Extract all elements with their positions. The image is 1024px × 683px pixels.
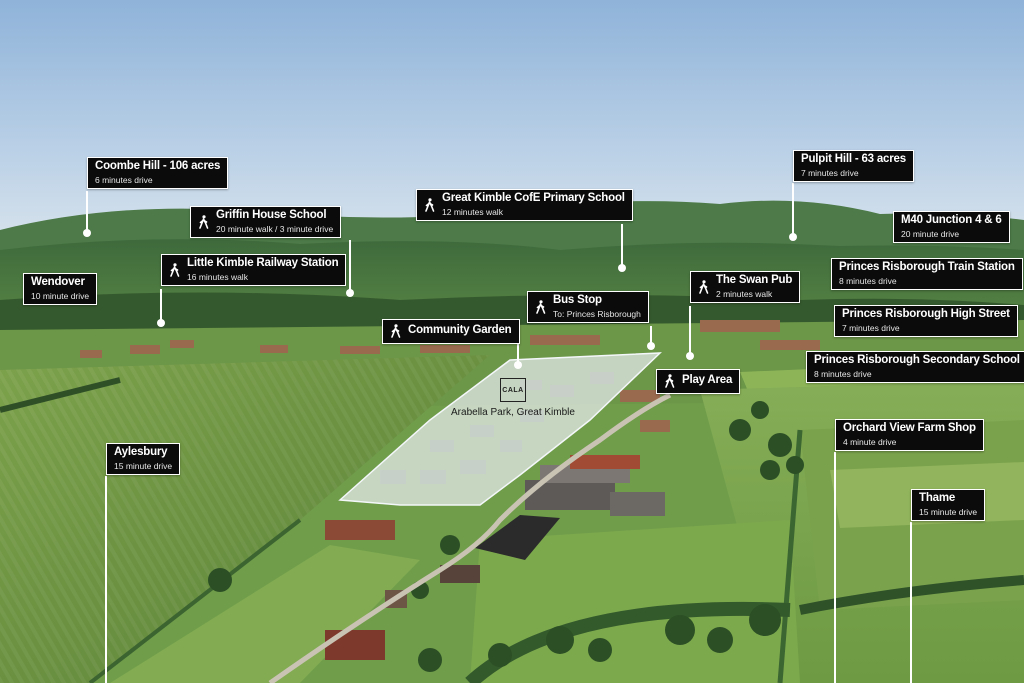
leader-line <box>910 522 912 683</box>
location-dot <box>617 264 626 272</box>
leader-line <box>834 452 836 683</box>
leader-line <box>105 476 107 683</box>
leader-line <box>517 343 519 365</box>
leader-line <box>621 224 623 268</box>
leader-line <box>160 289 162 323</box>
leader-line <box>792 183 794 237</box>
walking-person-icon <box>536 299 546 314</box>
walking-person-icon <box>170 262 180 277</box>
walking-person-icon <box>665 374 675 388</box>
walking-person-icon <box>199 214 209 229</box>
walking-person-icon <box>391 324 401 338</box>
location-dot <box>82 229 91 237</box>
location-dot <box>685 352 694 360</box>
walking-person-icon <box>699 279 709 294</box>
leader-line <box>689 306 691 356</box>
leader-line <box>349 240 351 293</box>
poi-label-community-garden[interactable]: Community Garden <box>382 319 520 344</box>
developer-logo: CALA <box>500 378 526 402</box>
leader-line <box>650 326 652 346</box>
development-name: Arabella Park, Great Kimble <box>451 407 575 418</box>
location-dot <box>788 233 797 241</box>
walking-person-icon <box>425 197 435 212</box>
location-dot <box>156 319 165 327</box>
poi-label-play-area[interactable]: Play Area <box>656 369 741 394</box>
leader-line <box>86 191 88 233</box>
location-dot <box>646 342 655 350</box>
location-dot <box>513 361 522 369</box>
location-dot <box>345 289 354 297</box>
